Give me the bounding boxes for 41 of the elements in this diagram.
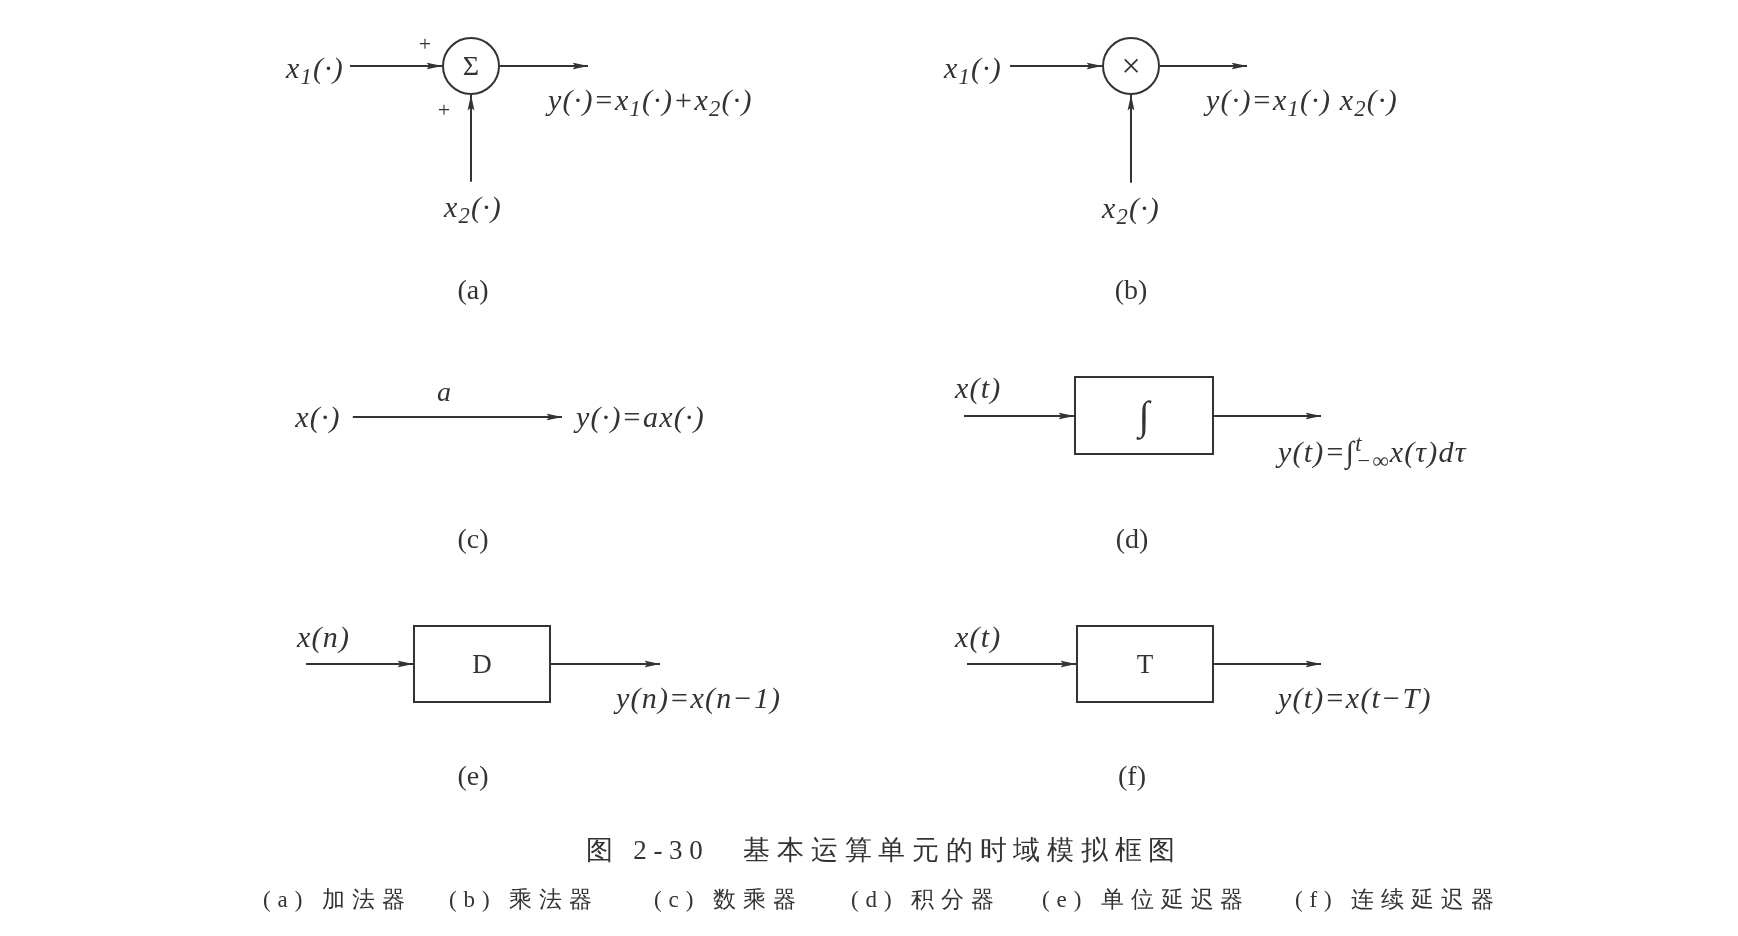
arrow	[963, 412, 1075, 420]
integrator-block: ∫	[1074, 376, 1214, 455]
subcaption-item: (f) 连续延迟器	[1295, 886, 1501, 914]
arrow	[351, 413, 563, 421]
subfigure-label: (a)	[457, 273, 489, 307]
arrow	[1213, 412, 1322, 420]
arrow	[550, 660, 661, 668]
subfigure-label: (b)	[1114, 273, 1148, 307]
input-signal-label: x(·)	[295, 399, 341, 435]
arrow	[1009, 62, 1103, 70]
arrow	[305, 660, 414, 668]
summing-junction: Σ	[442, 37, 500, 95]
arrow	[1127, 94, 1135, 184]
multiplier-junction: ×	[1102, 37, 1160, 95]
input-signal-label: x$_{2}$(·)	[1101, 190, 1161, 226]
delay-block: T	[1076, 625, 1214, 703]
subcaption-item: (b) 乘法器	[449, 886, 599, 914]
input-signal-label: x(t)	[955, 619, 1002, 655]
subcaption-item: (a) 加法器	[263, 886, 412, 914]
arrow	[1159, 62, 1248, 70]
arrow	[966, 660, 1077, 668]
arrow	[1213, 660, 1322, 668]
input-signal-label: x(n)	[297, 619, 351, 655]
input-signal-label: x(t)	[955, 370, 1002, 406]
sign-label: +	[437, 97, 451, 123]
subcaption-item: (c) 数乘器	[654, 886, 803, 914]
subcaption-item: (e) 单位延迟器	[1042, 886, 1251, 914]
subcaption-item: (d) 积分器	[851, 886, 1001, 914]
delay-block: D	[413, 625, 551, 703]
arrow	[467, 94, 475, 183]
arrow	[349, 62, 443, 70]
subfigure-label: (d)	[1115, 522, 1149, 556]
subfigure-label: (f)	[1118, 759, 1146, 793]
input-signal-label: x$_{1}$(·)	[943, 50, 1003, 86]
subfigure-label: (c)	[457, 522, 489, 556]
arrow	[499, 62, 589, 70]
input-signal-label: x$_{1}$(·)	[285, 50, 345, 86]
subfigure-label: (e)	[457, 759, 489, 793]
input-signal-label: x$_{2}$(·)	[443, 189, 503, 225]
sign-label: +	[418, 31, 432, 57]
figure-caption: 图 2-30 基本运算单元的时域模拟框图	[585, 835, 1183, 867]
